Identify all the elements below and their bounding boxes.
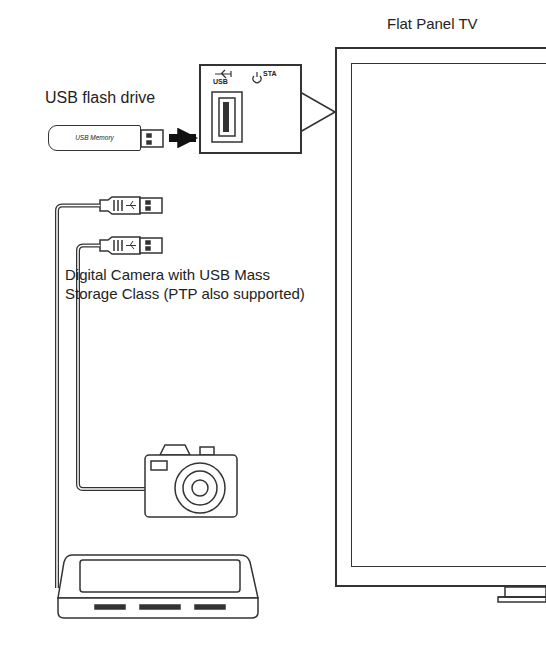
usb-port-callout: USB STA — [199, 64, 302, 154]
power-symbol — [253, 72, 261, 83]
camera-label: Digital Camera with USB Mass Storage Cla… — [65, 266, 315, 308]
flash-drive-plug — [141, 130, 163, 147]
usb-port-opening — [219, 98, 235, 136]
caption-label: Flat Panel TV — [387, 15, 478, 34]
card-reader — [58, 555, 258, 618]
tv-stand — [498, 587, 546, 602]
callout-pointer — [300, 92, 335, 132]
tv-screen — [351, 63, 546, 567]
insert-arrow — [169, 134, 196, 142]
usb-plug — [100, 197, 162, 214]
usb-port — [212, 92, 242, 142]
usb-plug — [100, 237, 162, 254]
usb-flash-drive: USB Memory USB flash drive — [48, 88, 168, 148]
port-label: USB — [213, 78, 228, 87]
caption-label: USB flash drive — [45, 88, 155, 108]
flat-panel-tv: USBSTAFlat Panel TV — [335, 47, 546, 587]
usb-symbol — [215, 70, 231, 78]
port-label: STA — [263, 70, 276, 79]
usb-port-tongue — [223, 102, 229, 132]
caption-label: Digital Camera with USB Mass Storage Cla… — [65, 266, 315, 304]
digital-camera — [145, 445, 237, 517]
product-label: USB Memory — [75, 134, 114, 142]
flash-drive-body: USB Memory — [48, 125, 141, 151]
